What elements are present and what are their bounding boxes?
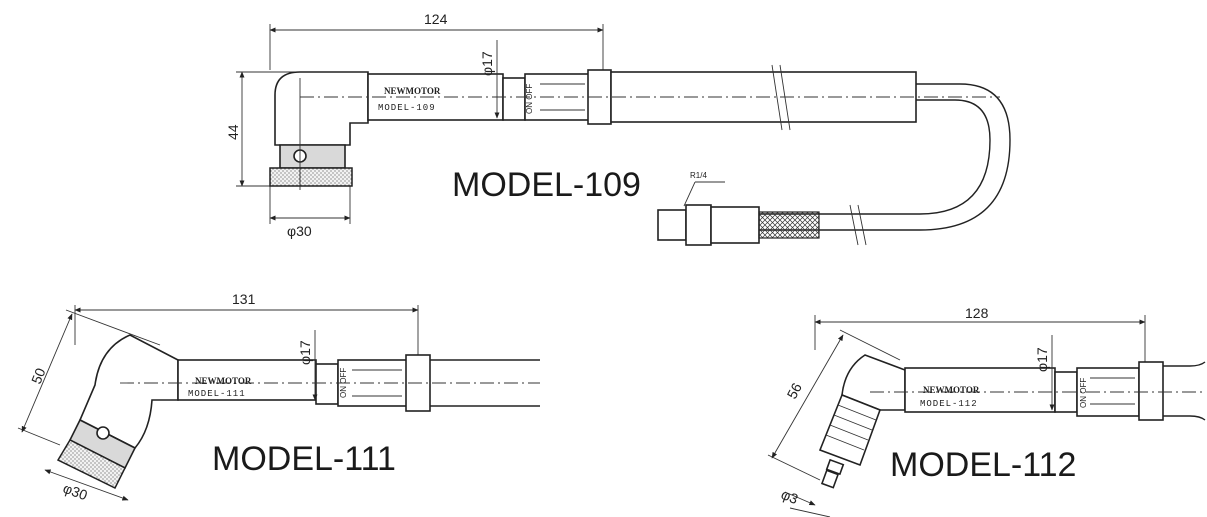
model-109-length-dim: 124 xyxy=(424,11,448,27)
model-111-height-dim: 50 xyxy=(28,365,49,386)
model-109-drawing: 124 44 φ30 NEWMOTOR MODEL-109 ON OFF φ17 xyxy=(225,11,1011,246)
model-112-height-dim: 56 xyxy=(784,380,806,401)
model-109-body-label: MODEL-109 xyxy=(378,103,436,113)
model-111-title: MODEL-111 xyxy=(212,440,396,478)
model-111-length-dim: 131 xyxy=(232,291,256,307)
model-112-switch-label: ON OFF xyxy=(1079,378,1088,408)
model-112-diameter-dim: φ17 xyxy=(1034,347,1050,372)
model-109-brand: NEWMOTOR xyxy=(384,86,441,96)
model-109-height-dim: 44 xyxy=(225,124,241,140)
model-109-title: MODEL-109 xyxy=(452,166,641,204)
model-109-switch-label: ON OFF xyxy=(525,84,534,114)
model-111-brand: NEWMOTOR xyxy=(195,376,252,386)
model-109-fitting-label: R1/4 xyxy=(690,171,707,180)
model-112-length-dim: 128 xyxy=(965,305,989,321)
model-112-pad-dim: φ3 xyxy=(779,486,801,507)
model-109-pad-dim: φ30 xyxy=(287,223,312,239)
model-112-body-label: MODEL-112 xyxy=(920,399,978,409)
model-112-drawing: 128 56 φ3 NEWMOTOR MODEL-112 ON OFF φ17 xyxy=(767,305,1206,517)
model-111-drawing: 131 50 φ30 NEWMOTOR MODEL-111 ON OFF φ17… xyxy=(17,291,540,504)
model-111-diameter-dim: φ17 xyxy=(297,340,313,365)
model-112-title: MODEL-112 xyxy=(890,446,1076,484)
model-111-pad-dim: φ30 xyxy=(61,480,90,504)
model-111-body-label: MODEL-111 xyxy=(188,389,246,399)
model-109-diameter-dim: φ17 xyxy=(479,51,495,76)
model-112-brand: NEWMOTOR xyxy=(923,385,980,395)
